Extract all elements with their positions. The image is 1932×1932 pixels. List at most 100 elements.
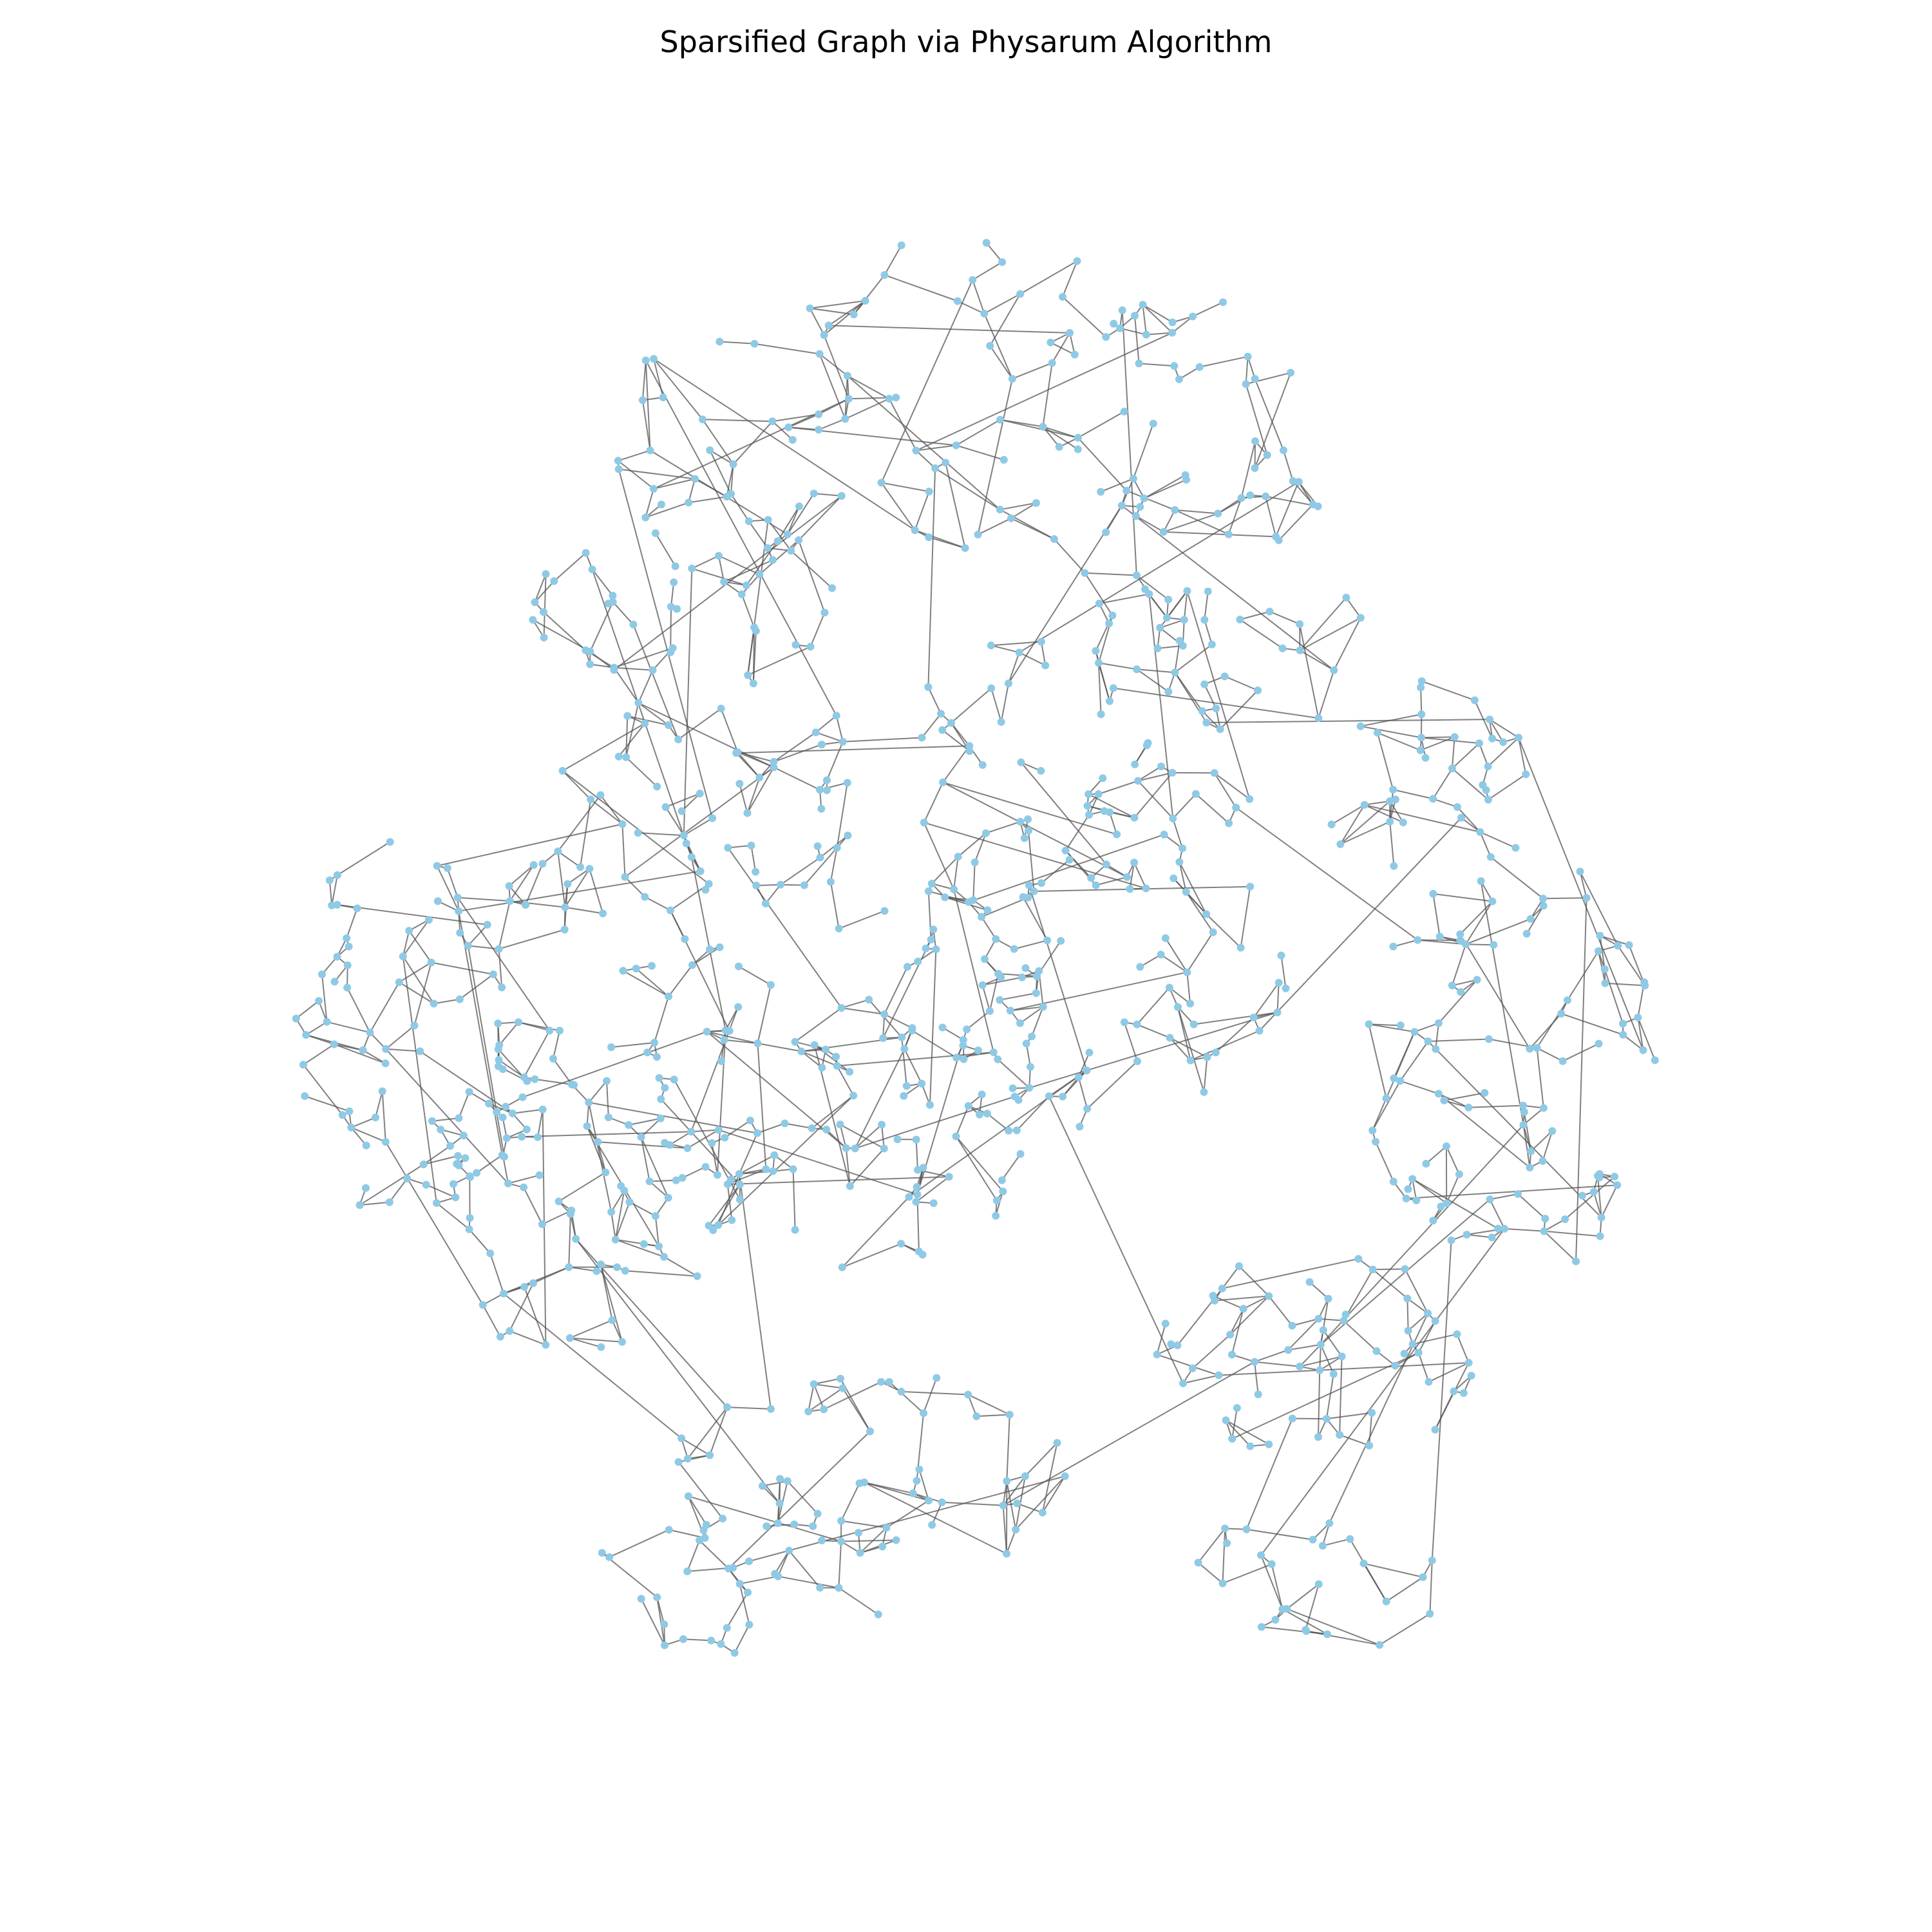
graph-node bbox=[836, 1121, 844, 1129]
graph-edge bbox=[1360, 725, 1422, 739]
graph-edge bbox=[747, 646, 811, 676]
graph-node bbox=[1595, 947, 1602, 955]
graph-node bbox=[1016, 817, 1025, 826]
graph-edge bbox=[735, 752, 761, 779]
graph-node bbox=[1429, 889, 1437, 898]
graph-edge bbox=[459, 870, 701, 912]
graph-edge bbox=[1157, 1354, 1219, 1376]
graph-edge bbox=[688, 478, 696, 503]
graph-node bbox=[1035, 967, 1043, 975]
graph-edge bbox=[1204, 684, 1217, 709]
graph-edge bbox=[1195, 793, 1229, 824]
graph-node bbox=[1484, 795, 1492, 804]
graph-node bbox=[817, 741, 826, 749]
graph-node bbox=[723, 1403, 732, 1412]
graph-edge bbox=[1392, 789, 1434, 800]
graph-node bbox=[1390, 1074, 1398, 1083]
graph-edge bbox=[641, 400, 651, 451]
graph-node bbox=[1218, 1579, 1227, 1587]
graph-node bbox=[1059, 292, 1066, 301]
graph-edge bbox=[788, 1550, 820, 1589]
graph-edge bbox=[1253, 982, 1280, 1018]
graph-edge bbox=[1299, 1356, 1342, 1367]
graph-node bbox=[1372, 1137, 1379, 1146]
graph-node bbox=[880, 271, 889, 279]
graph-node bbox=[641, 356, 650, 365]
graph-edge bbox=[1077, 437, 1127, 491]
graph-node bbox=[1428, 1557, 1436, 1564]
graph-edge bbox=[1465, 901, 1493, 945]
graph-node bbox=[1183, 968, 1191, 976]
graph-node bbox=[783, 530, 791, 538]
graph-edge bbox=[1139, 954, 1162, 968]
graph-edge bbox=[1261, 1626, 1328, 1635]
graph-node bbox=[849, 310, 858, 319]
graph-edge bbox=[580, 799, 592, 867]
graph-node bbox=[576, 863, 585, 871]
graph-node bbox=[950, 886, 958, 893]
graph-node bbox=[701, 886, 710, 894]
graph-node bbox=[465, 1225, 473, 1233]
graph-edge bbox=[534, 580, 555, 603]
graph-edge bbox=[1522, 1107, 1544, 1126]
graph-node bbox=[494, 1019, 502, 1028]
graph-node bbox=[1309, 500, 1317, 509]
graph-node bbox=[1288, 1321, 1296, 1330]
graph-node bbox=[424, 916, 433, 924]
graph-node bbox=[1171, 506, 1179, 514]
graph-edge bbox=[927, 468, 936, 687]
graph-edge bbox=[739, 1584, 750, 1625]
graph-edge bbox=[399, 981, 435, 1005]
graph-node bbox=[998, 1176, 1006, 1184]
graph-edge bbox=[1305, 1584, 1320, 1631]
graph-node bbox=[1368, 1126, 1377, 1135]
graph-edge bbox=[489, 1253, 504, 1294]
graph-node bbox=[614, 465, 623, 473]
graph-edge bbox=[614, 667, 653, 671]
graph-node bbox=[1045, 1092, 1053, 1101]
graph-node bbox=[1271, 1616, 1280, 1624]
graph-edge bbox=[1041, 1443, 1058, 1513]
graph-edge bbox=[717, 1030, 726, 1175]
graph-node bbox=[1123, 873, 1131, 881]
graph-edge bbox=[956, 444, 1005, 460]
graph-node bbox=[1189, 312, 1197, 321]
graph-edge bbox=[1372, 1269, 1408, 1299]
graph-node bbox=[1526, 914, 1535, 923]
graph-node bbox=[1024, 815, 1032, 824]
graph-edge bbox=[1219, 690, 1258, 730]
graph-node bbox=[1273, 1009, 1282, 1017]
graph-node bbox=[1106, 697, 1113, 705]
graph-node bbox=[362, 1184, 370, 1192]
graph-node bbox=[594, 1138, 602, 1146]
graph-node bbox=[1219, 298, 1227, 307]
graph-edge bbox=[1186, 972, 1191, 1004]
graph-edge bbox=[842, 737, 922, 743]
graph-node bbox=[1016, 290, 1025, 298]
graph-node bbox=[980, 309, 989, 317]
graph-node bbox=[1641, 981, 1649, 990]
graph-node bbox=[942, 459, 950, 467]
graph-node bbox=[843, 779, 851, 787]
graph-node bbox=[655, 1242, 663, 1251]
graph-node bbox=[677, 807, 686, 815]
graph-edge bbox=[1254, 372, 1292, 469]
graph-node bbox=[366, 1028, 374, 1037]
graph-edge bbox=[916, 332, 1173, 451]
graph-edge bbox=[1489, 719, 1504, 743]
graph-node bbox=[1188, 1364, 1197, 1372]
graph-node bbox=[1527, 1147, 1535, 1155]
graph-edge bbox=[1227, 497, 1242, 535]
graph-edge bbox=[1453, 1375, 1472, 1392]
graph-edge bbox=[1171, 316, 1193, 334]
graph-node bbox=[1464, 1359, 1473, 1367]
graph-edge bbox=[1043, 426, 1079, 439]
graph-node bbox=[696, 790, 704, 798]
graph-edge bbox=[1136, 574, 1169, 600]
graph-node bbox=[705, 1222, 713, 1230]
graph-node bbox=[1614, 942, 1622, 950]
graph-node bbox=[998, 258, 1007, 266]
graph-node bbox=[776, 1475, 784, 1483]
graph-edge bbox=[942, 1501, 1003, 1506]
graph-node bbox=[929, 925, 938, 934]
